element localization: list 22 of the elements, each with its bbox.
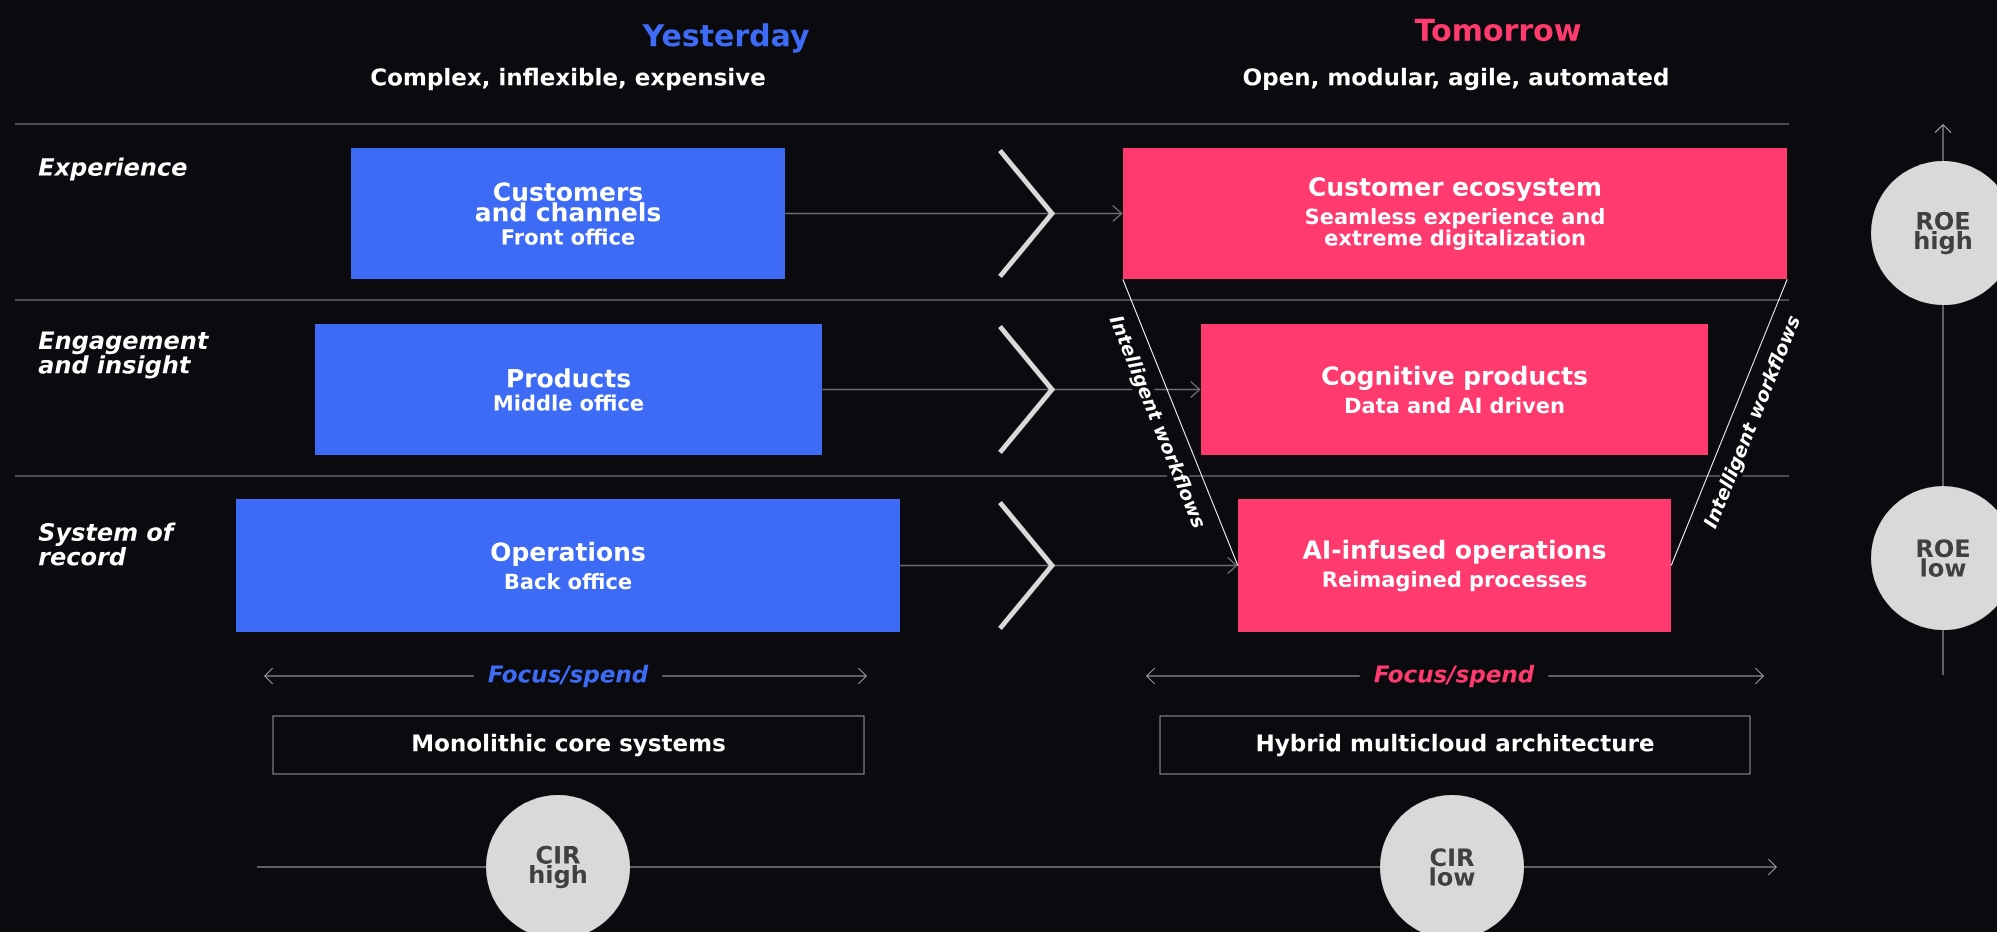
process-box: Customers and channels Front office (351, 148, 785, 279)
process-box: Customer ecosystem Seamless experience and extreme digitalization (1123, 148, 1787, 279)
process-box: Cognitive products Data and AI driven (1201, 324, 1708, 455)
row-label: Engagement and insight (38, 331, 210, 379)
row-label: Experience (38, 157, 187, 181)
process-box: Operations Back office (236, 499, 900, 632)
funnel-line (1670, 278, 1788, 566)
outlined-box: Hybrid multicloud architecture (1159, 715, 1751, 775)
funnel-line (1122, 278, 1239, 566)
column-subtitle: Complex, inflexible, expensive (371, 67, 765, 91)
row-label: System of record (38, 522, 176, 566)
process-box: Products Middle office (315, 324, 822, 455)
chevron-arrow (821, 324, 1201, 455)
span-label: Focus/spend (488, 664, 649, 688)
column-subtitle: Open, modular, agile, automated (1243, 67, 1668, 91)
column-heading: Tomorrow (1414, 18, 1581, 42)
chevron-arrow (899, 500, 1238, 631)
outlined-box: Monolithic core systems (272, 715, 865, 775)
chevron-arrow (784, 148, 1123, 279)
process-box: AI-infused operations Reimagined processes (1238, 499, 1671, 632)
span-label: Focus/spend (1374, 664, 1535, 688)
column-heading: Yesterday (642, 23, 809, 53)
